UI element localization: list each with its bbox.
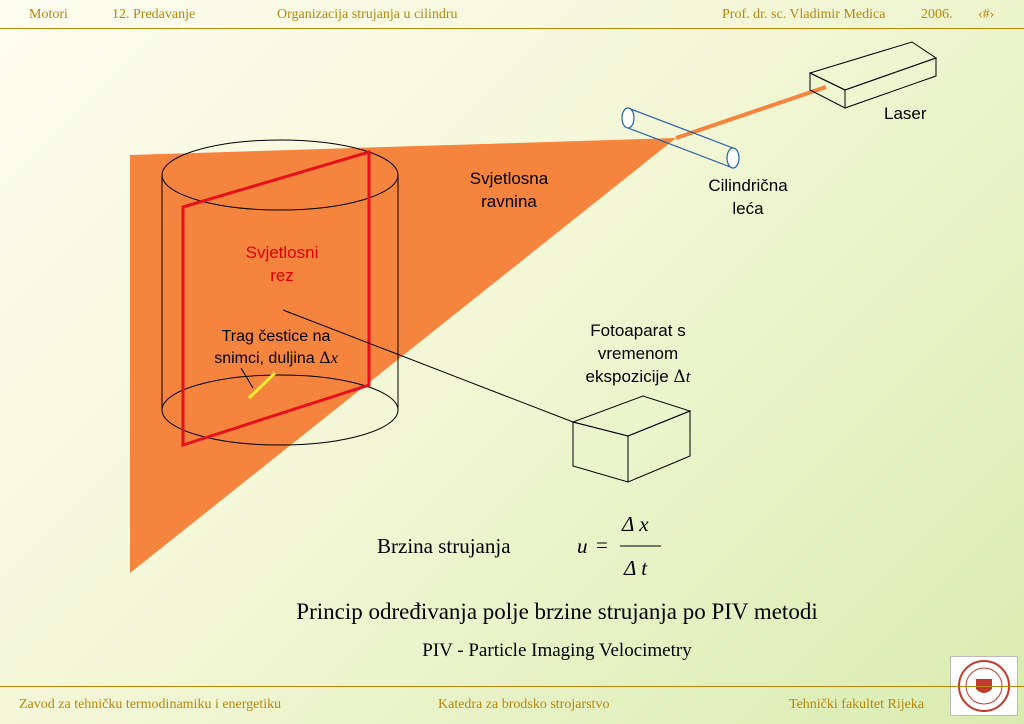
light-plane-label: Svjetlosna ravnina bbox=[454, 167, 564, 213]
laser-box bbox=[808, 41, 938, 109]
trace-label-line1: Trag čestice na bbox=[221, 328, 331, 345]
header-year: 2006. bbox=[921, 7, 953, 22]
light-slice-label: Svjetlosni rez bbox=[232, 241, 332, 287]
light-slice-label-line2: rez bbox=[270, 266, 294, 285]
camera-label-line3: ekspozicije Δt bbox=[585, 367, 691, 387]
piv-diagram bbox=[130, 41, 938, 573]
lens-label-line1: Cilindrična bbox=[708, 176, 788, 195]
camera-view-line bbox=[282, 309, 574, 423]
cylindrical-lens bbox=[621, 107, 740, 169]
formula-lhs: u bbox=[577, 534, 588, 558]
header-topic: Organizacija strujanja u cilindru bbox=[277, 7, 458, 22]
cylinder bbox=[161, 139, 399, 446]
formula-label: Brzina strujanja bbox=[377, 534, 511, 558]
light-plane-label-line1: Svjetlosna bbox=[469, 169, 549, 188]
footer-center: Katedra za brodsko strojarstvo bbox=[438, 697, 610, 712]
header-slide-number: ‹#› bbox=[978, 7, 995, 22]
laser-label: Laser bbox=[884, 104, 927, 123]
footer-left: Zavod za tehničku termodinamiku i energe… bbox=[19, 697, 282, 712]
footer-rule bbox=[0, 686, 1024, 687]
trace-label-line2: snimci, duljina Δx bbox=[214, 348, 338, 367]
slide-title: Princip određivanja polje brzine strujan… bbox=[296, 599, 818, 624]
footer-right: Tehnički fakultet Rijeka bbox=[789, 697, 925, 712]
camera-label: Fotoaparat s vremenom ekspozicije Δt bbox=[568, 319, 708, 389]
lens-label-line2: leća bbox=[732, 199, 764, 218]
formula-equals: = bbox=[596, 533, 608, 557]
header-lecture: 12. Predavanje bbox=[112, 7, 196, 22]
trace-pointer bbox=[240, 367, 254, 389]
slide-footer: Zavod za tehničku termodinamiku i energe… bbox=[0, 686, 1024, 724]
slide-subtitle: PIV - Particle Imaging Velocimetry bbox=[422, 640, 692, 661]
light-plane-label-line2: ravnina bbox=[481, 192, 537, 211]
camera-label-line2: vremenom bbox=[597, 344, 679, 363]
formula-numerator: Δ x bbox=[622, 512, 649, 536]
light-slice-label-line1: Svjetlosni bbox=[245, 243, 319, 262]
light-plane bbox=[130, 138, 676, 573]
header-course: Motori bbox=[29, 7, 68, 22]
header-rule bbox=[0, 28, 1024, 29]
slide-header: Motori 12. Predavanje Organizacija struj… bbox=[0, 0, 1024, 28]
camera-label-line1: Fotoaparat s bbox=[590, 321, 686, 340]
header-author: Prof. dr. sc. Vladimir Medica bbox=[722, 7, 886, 22]
light-slice bbox=[181, 149, 371, 448]
lens-label: Cilindrična leća bbox=[698, 174, 798, 220]
camera-box bbox=[571, 395, 692, 483]
trace-label: Trag čestice na snimci, duljina Δx bbox=[196, 326, 356, 369]
formula-denominator: Δ t bbox=[624, 556, 648, 580]
particle-trace bbox=[247, 371, 277, 400]
laser-beam bbox=[675, 85, 827, 140]
